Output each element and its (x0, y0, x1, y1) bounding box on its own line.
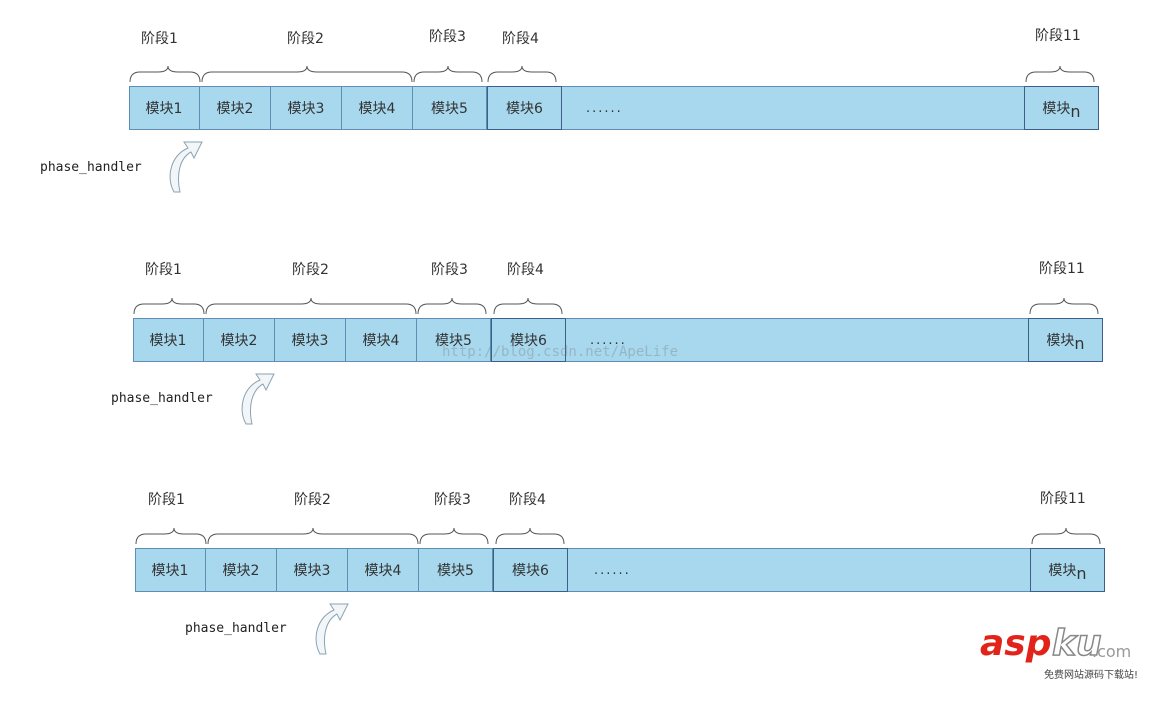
module-n-subscript: n (1076, 563, 1087, 583)
phase-label-3: 阶段3 (431, 262, 468, 278)
curved-arrow-icon (315, 603, 349, 655)
module-n-label: 模块 (1048, 563, 1077, 579)
phase-handler-label: phase_handler (185, 621, 287, 636)
module-3: 模块3 (275, 318, 346, 362)
ellipsis: ...... (586, 100, 623, 116)
phase-label-1: 阶段1 (145, 262, 182, 278)
module-6: 模块6 (493, 548, 568, 592)
pipeline-row-1: 阶段1 阶段2 阶段3 阶段4 阶段11 模块1 模块2 模块3 模块4 模块5… (0, 24, 1152, 244)
module-bar (133, 318, 1103, 362)
module-6: 模块6 (487, 86, 562, 130)
phase-label-2: 阶段2 (294, 492, 331, 508)
phase-braces (135, 527, 1101, 545)
module-4: 模块4 (342, 86, 413, 130)
phase-handler-label: phase_handler (40, 160, 142, 175)
module-3: 模块3 (277, 548, 348, 592)
module-bar (135, 548, 1105, 592)
phase-label-11: 阶段11 (1039, 261, 1085, 277)
module-n-subscript: n (1070, 101, 1081, 121)
phase-label-1: 阶段1 (148, 492, 185, 508)
curved-arrow-icon (169, 141, 203, 193)
logo-brand-b: ku (1051, 623, 1102, 665)
module-2: 模块2 (206, 548, 277, 592)
phase-label-11: 阶段11 (1035, 28, 1081, 44)
module-n-label: 模块 (1046, 333, 1075, 349)
module-5: 模块5 (413, 86, 487, 130)
phase-braces (133, 297, 1099, 315)
phase-label-1: 阶段1 (141, 31, 178, 47)
phase-handler-label: phase_handler (111, 391, 213, 406)
module-2: 模块2 (204, 318, 275, 362)
module-1: 模块1 (133, 318, 204, 362)
phase-label-4: 阶段4 (507, 262, 544, 278)
phase-label-2: 阶段2 (287, 31, 324, 47)
module-n-label: 模块 (1042, 101, 1071, 117)
module-bar (129, 86, 1099, 130)
pipeline-row-2: 阶段1 阶段2 阶段3 阶段4 阶段11 模块1 模块2 模块3 模块4 模块5… (0, 256, 1152, 476)
module-4: 模块4 (348, 548, 419, 592)
logo-tagline: 免费网站源码下载站! (1044, 670, 1139, 681)
site-logo: asp ku .com 免费网站源码下载站! (980, 623, 1150, 684)
module-5: 模块5 (417, 318, 491, 362)
phase-label-4: 阶段4 (502, 31, 539, 47)
module-4: 模块4 (346, 318, 417, 362)
module-2: 模块2 (200, 86, 271, 130)
phase-label-3: 阶段3 (434, 492, 471, 508)
pipeline-row-3: 阶段1 阶段2 阶段3 阶段4 阶段11 模块1 模块2 模块3 模块4 模块5… (0, 486, 1152, 706)
ellipsis: ...... (590, 332, 627, 348)
module-6: 模块6 (491, 318, 566, 362)
curved-arrow-icon (241, 373, 275, 425)
module-n-subscript: n (1074, 333, 1085, 353)
module-5: 模块5 (419, 548, 493, 592)
watermark: http://blog.csdn.net/ApeLife (442, 344, 679, 360)
module-1: 模块1 (129, 86, 200, 130)
ellipsis: ...... (594, 562, 631, 578)
phase-braces (129, 65, 1095, 83)
phase-label-11: 阶段11 (1040, 491, 1086, 507)
phase-label-2: 阶段2 (292, 262, 329, 278)
module-1: 模块1 (135, 548, 206, 592)
phase-label-4: 阶段4 (509, 492, 546, 508)
phase-label-3: 阶段3 (429, 29, 466, 45)
module-3: 模块3 (271, 86, 342, 130)
logo-brand-a: asp (980, 623, 1052, 664)
logo-domain: .com (1092, 642, 1132, 661)
